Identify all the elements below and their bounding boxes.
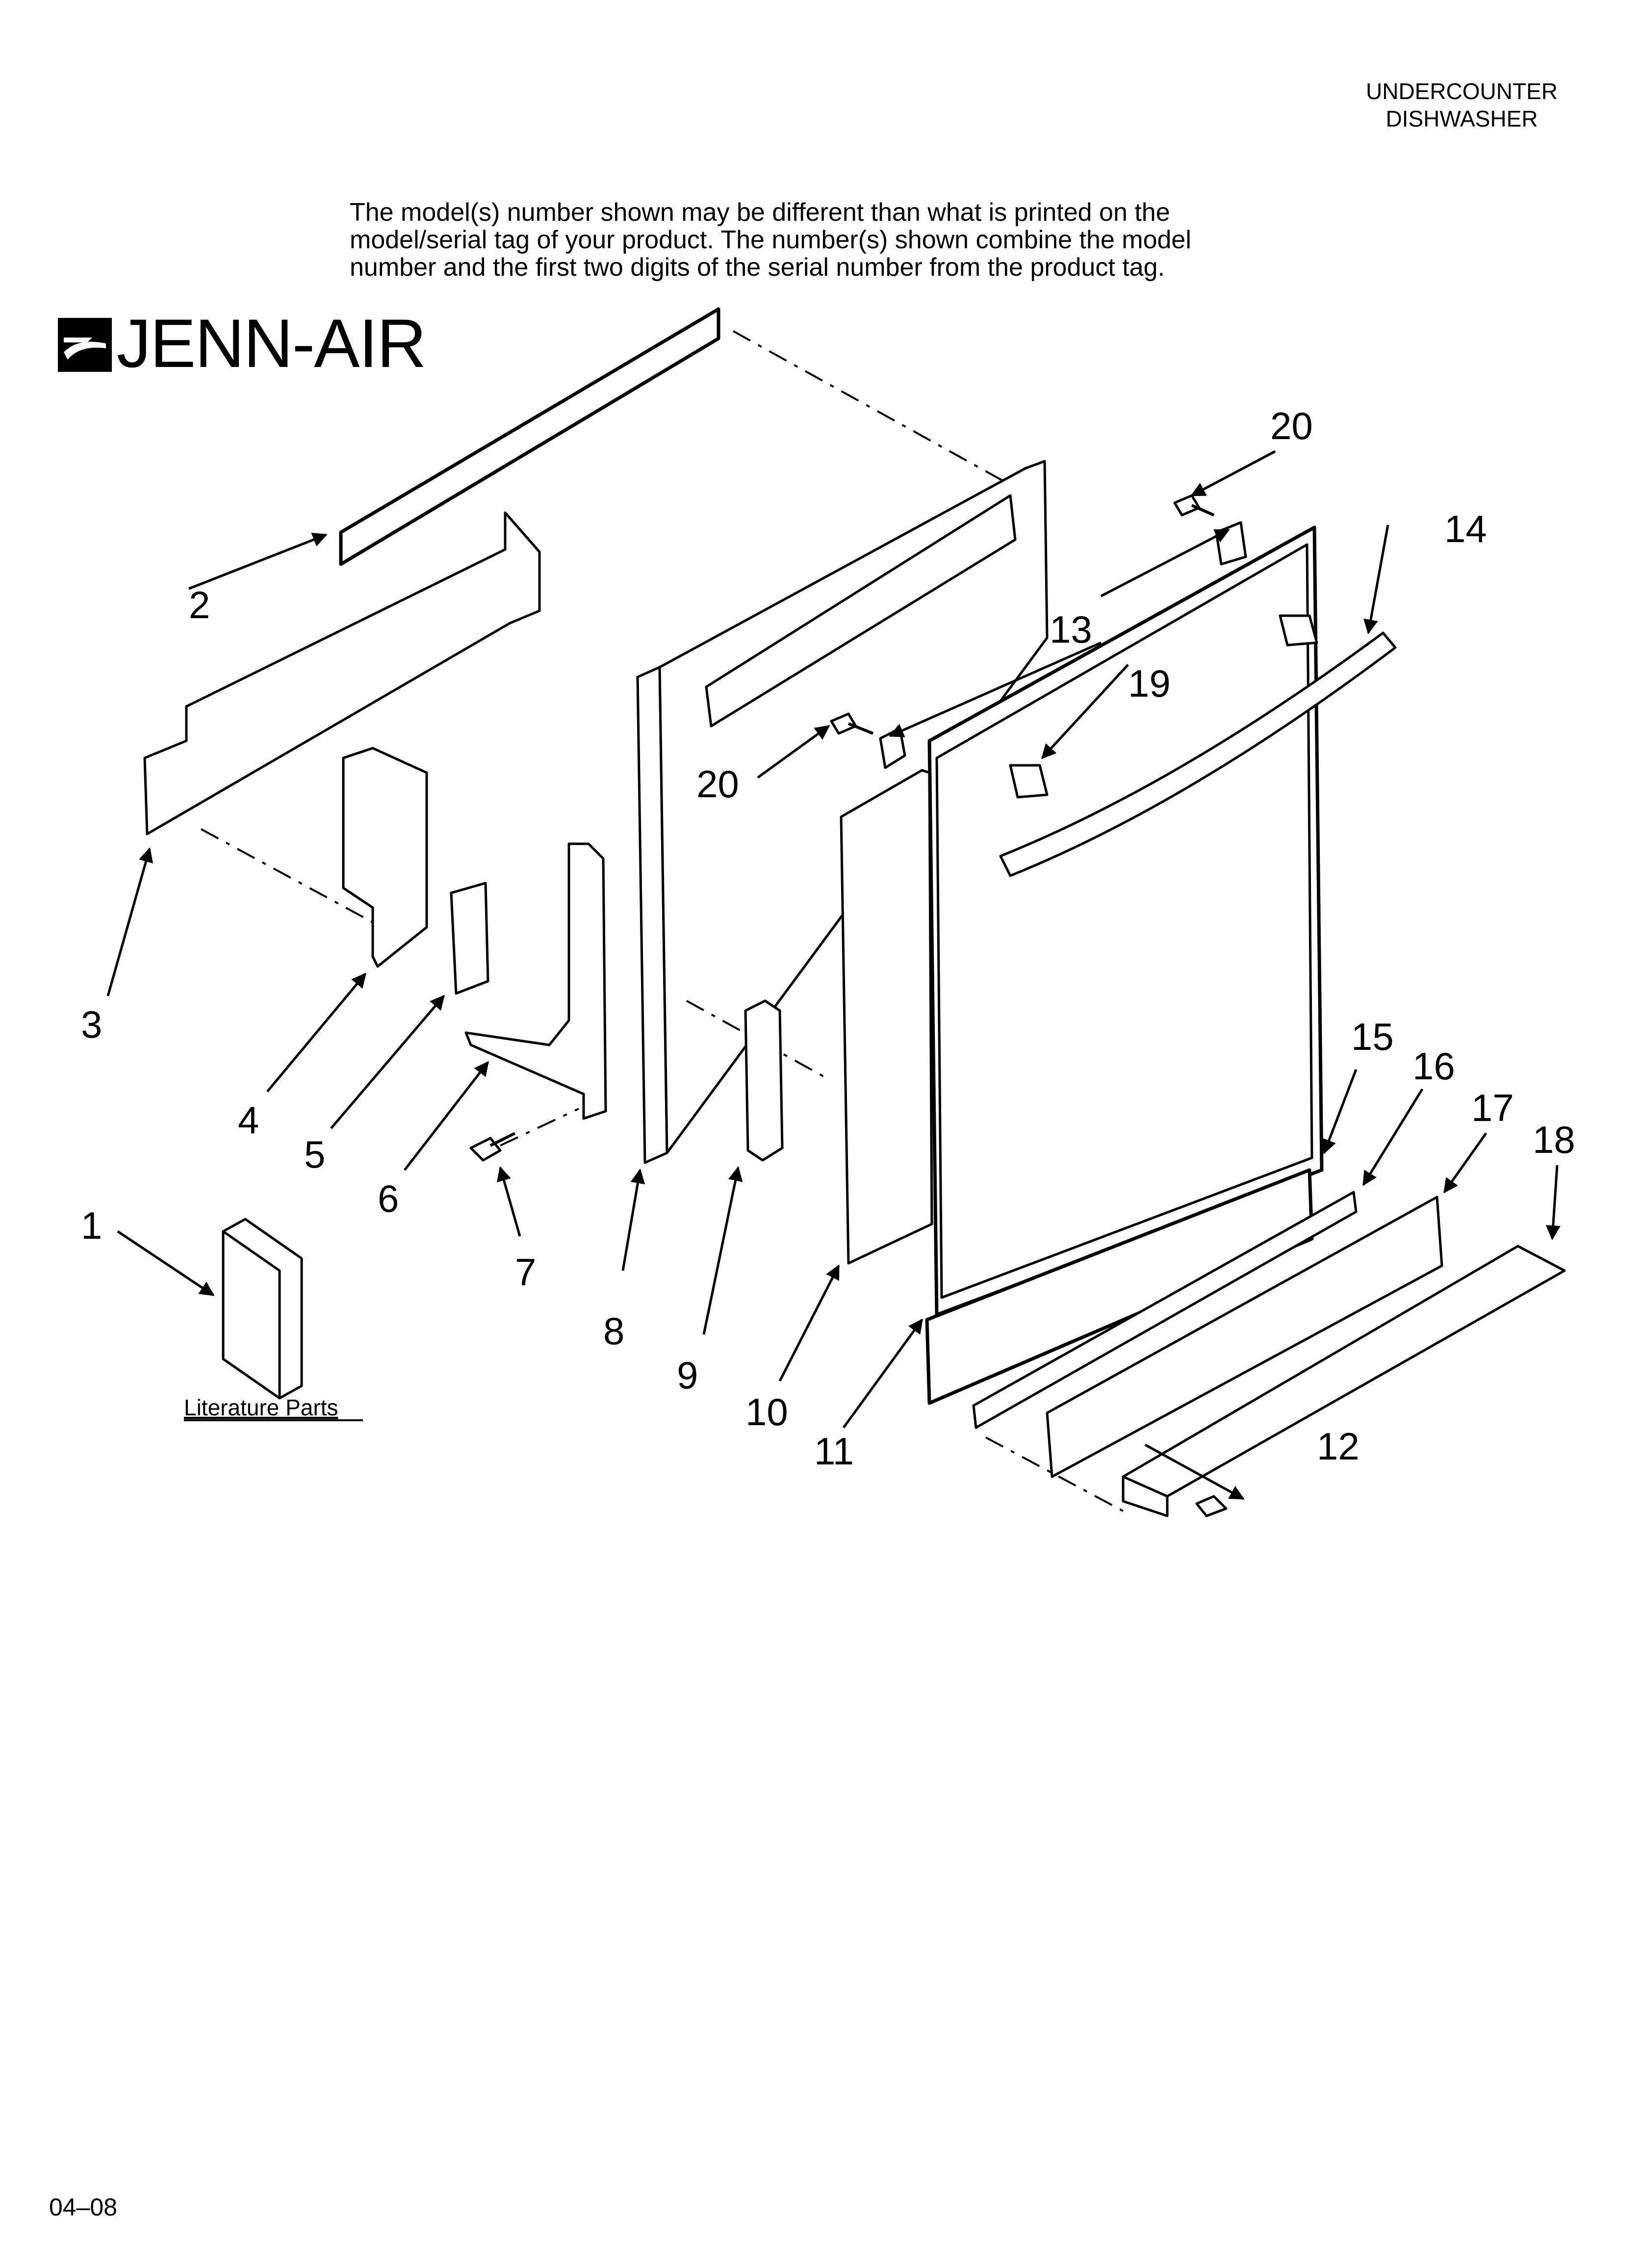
callout-7: 7 <box>515 1251 536 1294</box>
part-10-insulation <box>840 769 933 1265</box>
part-6-hinge <box>464 842 607 1147</box>
note-line-3: number and the first two digits of the s… <box>350 253 1165 282</box>
note-line-2: model/serial tag of your product. The nu… <box>350 226 1191 254</box>
part-14-handle <box>999 631 1397 877</box>
category-line-2: DISHWASHER <box>1385 106 1538 131</box>
callout-19: 19 <box>1128 662 1171 705</box>
callout-2: 2 <box>189 583 210 626</box>
jenn-air-logo-icon <box>58 318 112 372</box>
note-line-1: The model(s) number shown may be differe… <box>350 198 1170 227</box>
leader-lines <box>106 450 1561 1500</box>
callout-15: 15 <box>1351 1015 1394 1058</box>
part-3-upper-panel <box>143 511 541 923</box>
callout-12: 12 <box>1317 1425 1360 1468</box>
callout-4: 4 <box>238 1098 259 1142</box>
part-12-screw <box>1195 1495 1228 1517</box>
callout-1: 1 <box>81 1204 102 1247</box>
callout-3: 3 <box>81 1003 102 1046</box>
callout-20-mid: 20 <box>696 762 739 806</box>
part-5-block <box>450 882 489 995</box>
callout-11: 11 <box>814 1430 854 1473</box>
date-code: 04–08 <box>49 2193 118 2221</box>
callout-18: 18 <box>1533 1118 1575 1161</box>
part-7-screw <box>469 1132 516 1162</box>
callout-9: 9 <box>677 1354 698 1397</box>
part-4-bracket <box>342 747 428 968</box>
model-number-note: The model(s) number shown may be differe… <box>350 199 1331 281</box>
callout-16: 16 <box>1412 1044 1455 1088</box>
callout-8: 8 <box>603 1309 624 1353</box>
callout-13: 13 <box>1050 608 1092 651</box>
part-9-clip <box>744 999 784 1162</box>
part-1-literature <box>222 1218 303 1400</box>
part-19-handle-mount <box>1009 614 1318 799</box>
part-17-kickplate <box>1046 1196 1443 1478</box>
category-line-1: UNDERCOUNTER <box>1366 78 1558 104</box>
part-13-bracket <box>879 521 1247 769</box>
brand-name: JENN-AIR <box>117 305 427 382</box>
callout-17: 17 <box>1471 1086 1514 1129</box>
part-16-strip <box>972 1191 1358 1512</box>
callout-14: 14 <box>1444 507 1487 550</box>
part-2-top-trim <box>339 307 1003 566</box>
callout-10: 10 <box>745 1390 788 1434</box>
part-15-toe-panel <box>925 1168 1314 1405</box>
callout-20-top: 20 <box>1270 404 1313 447</box>
part-8-side-panel <box>636 460 1049 1164</box>
part-11-door <box>927 525 1324 1317</box>
callout-5: 5 <box>304 1133 325 1176</box>
literature-parts-label: Literature Parts <box>184 1395 338 1420</box>
callout-6: 6 <box>378 1177 399 1220</box>
part-18-base-plate <box>1122 1245 1566 1517</box>
part-20-screw <box>830 494 1215 735</box>
document-category: UNDERCOUNTER DISHWASHER <box>1366 78 1558 132</box>
